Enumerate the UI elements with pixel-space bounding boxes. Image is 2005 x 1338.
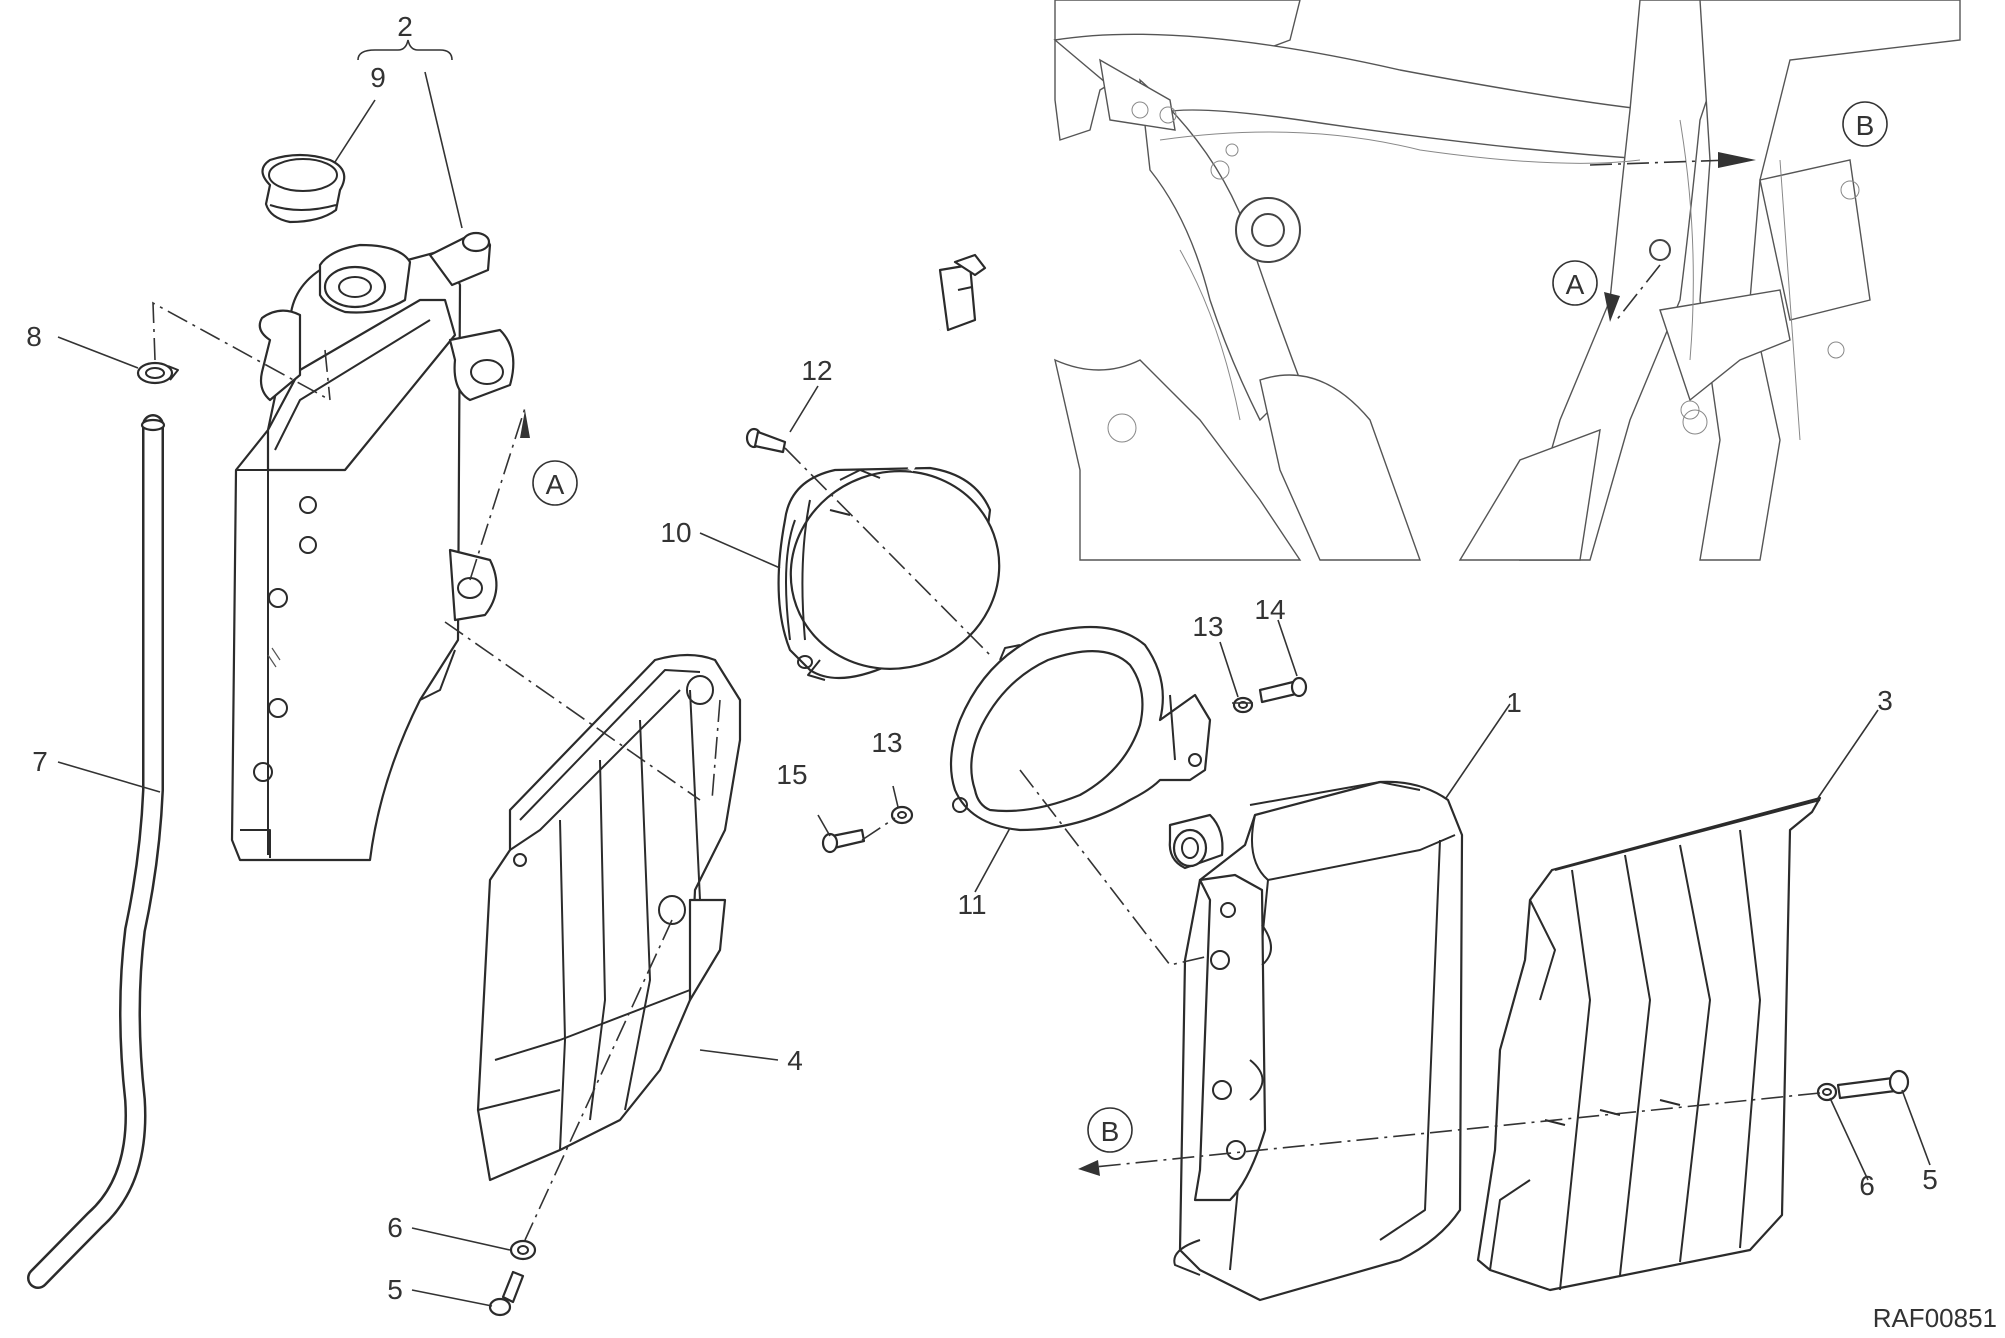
washer-and-screw-right <box>1232 676 1308 714</box>
callout-11: 11 <box>957 889 986 920</box>
callout-10: 10 <box>660 517 691 548</box>
leader-lines <box>57 39 1931 1307</box>
callout-7: 7 <box>32 746 48 777</box>
washer-and-screw-left <box>821 805 914 854</box>
view-marker-label: A <box>1566 269 1585 300</box>
expansion-tank <box>230 231 515 862</box>
callout-6: 6 <box>387 1212 403 1243</box>
callout-2: 2 <box>397 11 413 42</box>
callout-13-right: 13 <box>1192 611 1223 642</box>
callout-3: 3 <box>1877 685 1893 716</box>
view-marker-b-top: B <box>1842 101 1888 147</box>
callout-5: 5 <box>387 1274 403 1305</box>
callout-4: 4 <box>787 1045 803 1076</box>
motorcycle-frame-illustration <box>1053 0 1961 561</box>
hose-clip <box>136 361 179 385</box>
callout-6-right: 6 <box>1859 1170 1875 1201</box>
part-callouts: 2 9 8 7 4 6 5 12 10 11 13 15 13 14 1 3 6… <box>26 11 1938 1305</box>
fan-screw <box>745 427 787 454</box>
view-marker-a-lower: A <box>532 460 578 506</box>
callout-5-right: 5 <box>1922 1164 1938 1195</box>
screw-and-washer-right <box>1816 1069 1910 1102</box>
drawing-reference-code: RAF00851 <box>1873 1303 1997 1333</box>
radiator-guard <box>1476 796 1822 1292</box>
callout-8: 8 <box>26 321 42 352</box>
view-marker-label: B <box>1101 1116 1120 1147</box>
view-marker-a-frame: A <box>1552 260 1598 306</box>
cooling-fan <box>777 466 1001 681</box>
view-marker-b-lower: B <box>1087 1107 1133 1153</box>
screw-and-washer-bottom <box>488 1239 537 1317</box>
radiator <box>1168 780 1464 1302</box>
assembly-lines <box>152 152 1821 1241</box>
view-marker-label: A <box>546 469 565 500</box>
radiator-bracket <box>476 653 742 1182</box>
callout-12: 12 <box>801 355 832 386</box>
view-marker-label: B <box>1856 110 1875 141</box>
callout-14: 14 <box>1254 594 1285 625</box>
callout-15: 15 <box>776 759 807 790</box>
callout-9: 9 <box>370 62 386 93</box>
callout-1: 1 <box>1506 687 1522 718</box>
fan-shroud <box>949 625 1212 832</box>
callout-13-left: 13 <box>871 727 902 758</box>
tank-cap <box>261 153 346 224</box>
fan-connector <box>907 253 987 472</box>
coolant-hose <box>27 414 166 1289</box>
